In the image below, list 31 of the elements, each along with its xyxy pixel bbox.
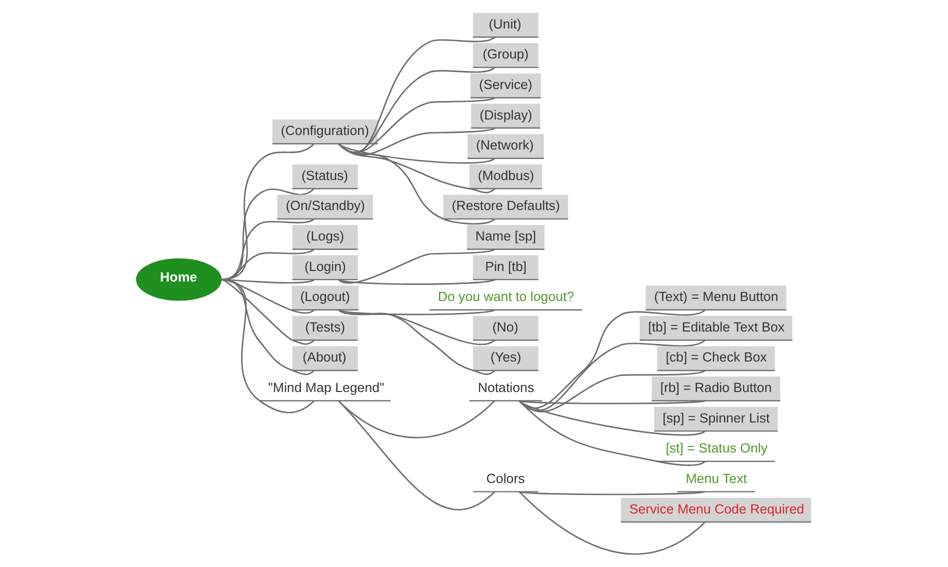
connector xyxy=(518,400,706,404)
connector xyxy=(338,143,496,224)
connector xyxy=(338,400,496,510)
connector xyxy=(338,143,496,164)
connector xyxy=(220,278,315,376)
connector xyxy=(518,490,706,496)
connector xyxy=(220,218,315,280)
connector xyxy=(220,248,315,280)
node-text: Do you want to logout? xyxy=(438,289,574,304)
connector xyxy=(338,278,496,285)
connector xyxy=(518,340,706,412)
node-text: Colors xyxy=(486,470,525,486)
connector xyxy=(220,278,315,345)
node-text: Notations xyxy=(478,380,534,396)
connector xyxy=(518,400,706,436)
connector xyxy=(518,400,706,466)
connector xyxy=(338,309,496,375)
node-text: [st] = Status Only xyxy=(666,440,768,456)
node-ellipse: Home xyxy=(136,258,222,301)
connector xyxy=(518,309,706,409)
connector xyxy=(220,188,315,280)
node-text: "Mind Map Legend" xyxy=(268,380,384,396)
connector xyxy=(338,309,496,346)
connector xyxy=(338,309,496,316)
connector xyxy=(518,370,706,412)
connector xyxy=(220,143,315,280)
connector xyxy=(220,278,315,414)
connector xyxy=(338,143,496,194)
node-text: Menu Text xyxy=(686,470,747,486)
connector xyxy=(338,248,496,284)
connector xyxy=(518,491,706,554)
